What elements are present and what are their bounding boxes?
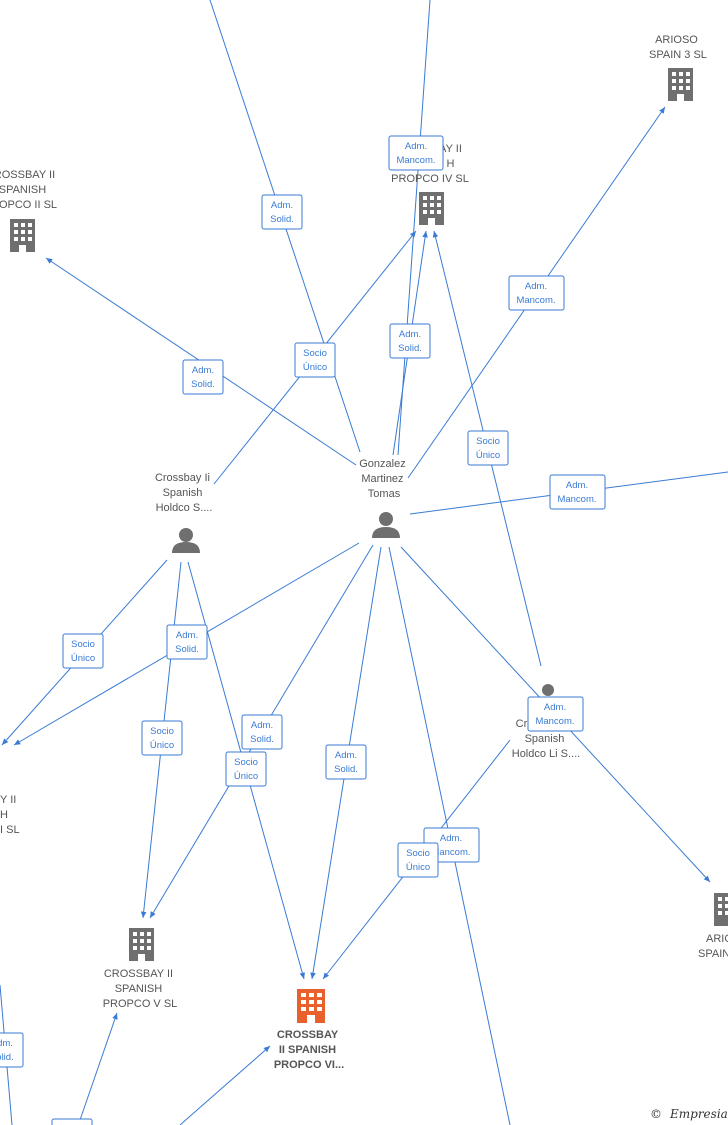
edge-line: [79, 1012, 118, 1121]
node-label-propco5: CROSSBAY II SPANISH PROPCO V SL: [103, 968, 178, 1010]
building-icon[interactable]: [419, 192, 444, 225]
node-label-propco6: CROSSBAY II SPANISH PROPCO VI...: [274, 1029, 344, 1071]
svg-text:Adm.Mancom.: Adm.Mancom.: [535, 702, 574, 727]
building-icon[interactable]: [10, 219, 35, 252]
edge-label-adm-mancom[interactable]: Adm.Mancom.: [508, 275, 565, 311]
building-icon[interactable]: [668, 68, 693, 101]
edge-label-adm-solid[interactable]: Adm.Solid.: [389, 323, 431, 359]
svg-text:Adm.Mancom.: Adm.Mancom.: [557, 480, 596, 505]
node-label-arioso-right: ARIO SPAIN: [698, 933, 728, 960]
svg-text:Empresia: Empresia: [669, 1107, 728, 1121]
edge-label-adm-solid-partial[interactable]: dm.olid.: [0, 1032, 24, 1068]
edge-label-adm-mancom[interactable]: Adm.Mancom.: [527, 696, 584, 732]
svg-text:dm.olid.: dm.olid.: [0, 1038, 14, 1063]
svg-text:Adm.Solid.: Adm.Solid.: [175, 630, 199, 655]
svg-text:©: ©: [650, 1107, 662, 1121]
building-icon[interactable]: [714, 893, 728, 926]
edge-label-adm-solid[interactable]: Adm.Solid.: [182, 359, 224, 395]
node-label-left-partial: Y II H I SL: [0, 794, 20, 836]
person-icon[interactable]: [172, 528, 200, 553]
edge-label-adm-mancom[interactable]: Adm.Mancom.: [388, 135, 444, 171]
svg-text:Adm.Solid.: Adm.Solid.: [334, 750, 358, 775]
edge-label-adm-solid[interactable]: Adm.Solid.: [166, 624, 208, 660]
edge-label-adm-solid[interactable]: Adm.Solid.: [241, 714, 283, 750]
svg-text:Adm.Solid.: Adm.Solid.: [398, 329, 422, 354]
edge-label-adm-solid[interactable]: Adm.Solid.: [261, 194, 303, 230]
svg-text:Adm.Solid.: Adm.Solid.: [270, 200, 294, 225]
node-label-arioso3: ARIOSO SPAIN 3 SL: [649, 34, 707, 61]
person-icon[interactable]: [372, 512, 400, 538]
svg-text:Adm.Solid.: Adm.Solid.: [250, 720, 274, 745]
edge-label-adm-mancom[interactable]: Adm.Mancom.: [549, 474, 606, 510]
edge-line: [179, 1045, 271, 1125]
node-label-holdco-s: Crossbay Ii Spanish Holdco S....: [155, 472, 213, 514]
svg-text:Adm.Mancom.: Adm.Mancom.: [516, 281, 555, 306]
brand-logo: © Empresia: [650, 1107, 728, 1121]
focus-building-icon[interactable]: [297, 989, 325, 1023]
node-label-propco4: AY II H PROPCO IV SL: [391, 143, 469, 185]
edge-label-partial[interactable]: [51, 1118, 93, 1125]
svg-text:Adm.Mancom.: Adm.Mancom.: [396, 141, 435, 166]
svg-text:Adm.Solid.: Adm.Solid.: [191, 365, 215, 390]
edge-label-adm-solid[interactable]: Adm.Solid.: [325, 744, 367, 780]
node-label-holdco-li: Cr Spanish Holdco Li S....: [512, 718, 580, 760]
node-label-propco2: ROSSBAY II SPANISH OPCO II SL: [0, 169, 58, 211]
svg-text:Adm.Mancom.: Adm.Mancom.: [431, 833, 470, 858]
edge-line: [397, 0, 431, 456]
node-label-gonzalez: Gonzalez Martinez Tomas: [359, 458, 409, 500]
building-icon[interactable]: [129, 928, 154, 961]
